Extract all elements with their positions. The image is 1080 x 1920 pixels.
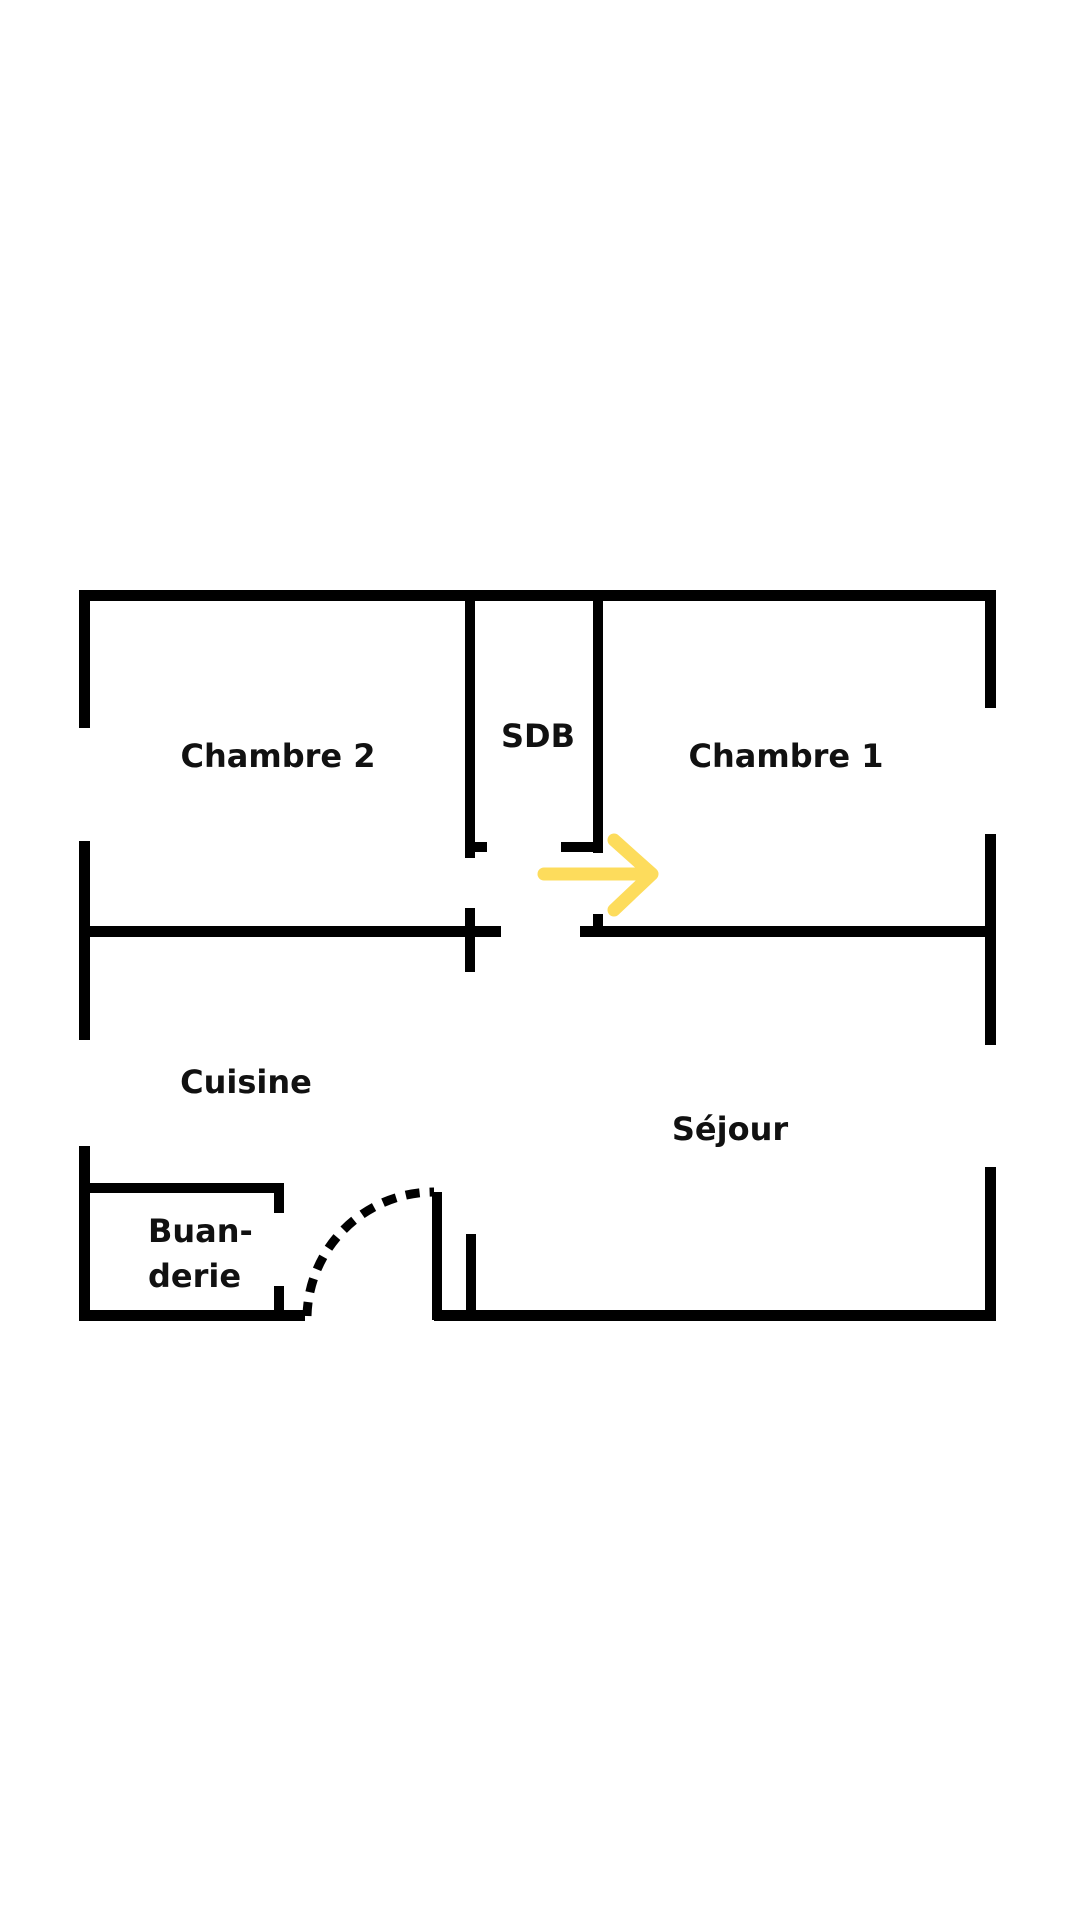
wall-top — [79, 590, 996, 601]
room-label-cuisine: Cuisine — [180, 1063, 312, 1101]
room-label-sejour: Séjour — [672, 1110, 788, 1148]
room-label-chambre-2: Chambre 2 — [181, 737, 376, 775]
wall-right-upper — [985, 590, 996, 708]
wall-right-lower — [985, 1167, 996, 1320]
walls — [79, 590, 996, 1321]
wall-left-upper — [79, 590, 90, 728]
wall-sdb-right-stub — [561, 842, 601, 852]
wall-buanderie-stub-upper — [274, 1183, 284, 1213]
wall-middle-left — [85, 926, 501, 937]
room-label-buanderie-2: derie — [148, 1257, 241, 1295]
wall-bottom-left — [79, 1310, 305, 1321]
wall-buanderie-stub-lower — [274, 1286, 284, 1320]
wall-middle-right — [580, 926, 990, 937]
wall-left-middle — [79, 841, 90, 1040]
room-label-sdb: SDB — [501, 717, 575, 755]
wall-bottom-right — [434, 1310, 996, 1321]
wall-right-middle — [985, 834, 996, 1045]
wall-entrance-right — [466, 1234, 476, 1320]
wall-left-lower — [79, 1146, 90, 1320]
wall-middle-right-stub — [593, 914, 603, 934]
room-label-buanderie-1: Buan- — [148, 1212, 253, 1250]
room-label-chambre-1: Chambre 1 — [689, 737, 884, 775]
wall-entrance-left — [432, 1192, 442, 1320]
wall-sdb-left — [465, 590, 475, 858]
wall-sdb-left-stub — [465, 842, 487, 852]
yellow-arrow-icon — [537, 833, 659, 917]
door-swing-arc — [302, 1187, 435, 1317]
wall-sdb-right — [593, 590, 603, 853]
wall-buanderie-top — [85, 1183, 284, 1193]
wall-cross — [465, 908, 475, 972]
